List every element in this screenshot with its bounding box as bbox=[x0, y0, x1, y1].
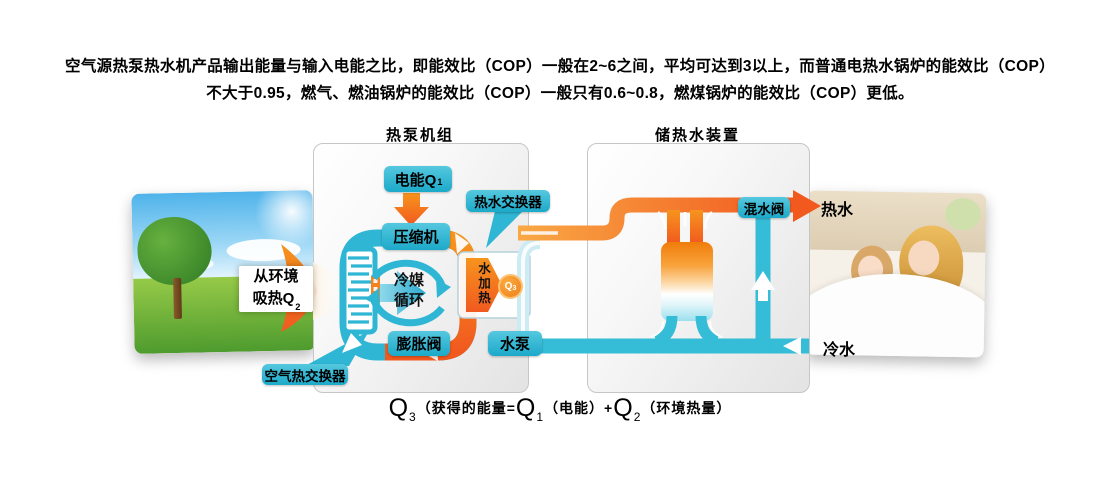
hot-water-exchanger-label: 热水交换器 bbox=[466, 190, 550, 212]
expansion-valve-label: 膨胀阀 bbox=[388, 331, 450, 356]
mother-face bbox=[908, 239, 940, 276]
cold-water-label: 冷水 bbox=[823, 342, 856, 359]
compressor-label: 压缩机 bbox=[382, 223, 450, 250]
absorb-line-2: 吸热Q2 bbox=[252, 290, 301, 313]
storage-panel bbox=[587, 143, 810, 393]
heat-pump-title: 热泵机组 bbox=[385, 127, 454, 144]
refrigerant-cycle-label: 冷媒 循环 bbox=[393, 272, 424, 309]
formula-q3: Q bbox=[388, 394, 409, 422]
mixing-valve-label: 混水阀 bbox=[738, 197, 790, 218]
intro-paragraph: 空气源热泵热水机产品输出能量与输入电能之比，即能效比（COP）一般在2~6之间，… bbox=[55, 53, 1065, 107]
tree-trunk bbox=[173, 277, 182, 320]
energy-formula: Q3（获得的能量=Q1（电能）+Q2（环境热量） bbox=[388, 394, 732, 424]
environment-absorb-label: 从环境 吸热Q2 bbox=[239, 266, 313, 312]
intro-line-2: 不大于0.95，燃气、燃油锅炉的能效比（COP）一般只有0.6~0.8，燃煤锅炉… bbox=[206, 85, 914, 102]
formula-q2: Q bbox=[613, 394, 633, 422]
air-heat-exchanger-label: 空气热交换器 bbox=[262, 364, 348, 385]
hot-water-label: 热水 bbox=[821, 202, 854, 219]
water-heating-label: 水加热 bbox=[476, 262, 490, 306]
intro-line-1: 空气源热泵热水机产品输出能量与输入电能之比，即能效比（COP）一般在2~6之间，… bbox=[65, 58, 1055, 75]
formula-q1: Q bbox=[515, 394, 536, 422]
storage-title: 储热水装置 bbox=[654, 127, 740, 144]
water-pump-label: 水泵 bbox=[488, 331, 542, 356]
absorb-line-1: 从环境 bbox=[253, 268, 299, 285]
